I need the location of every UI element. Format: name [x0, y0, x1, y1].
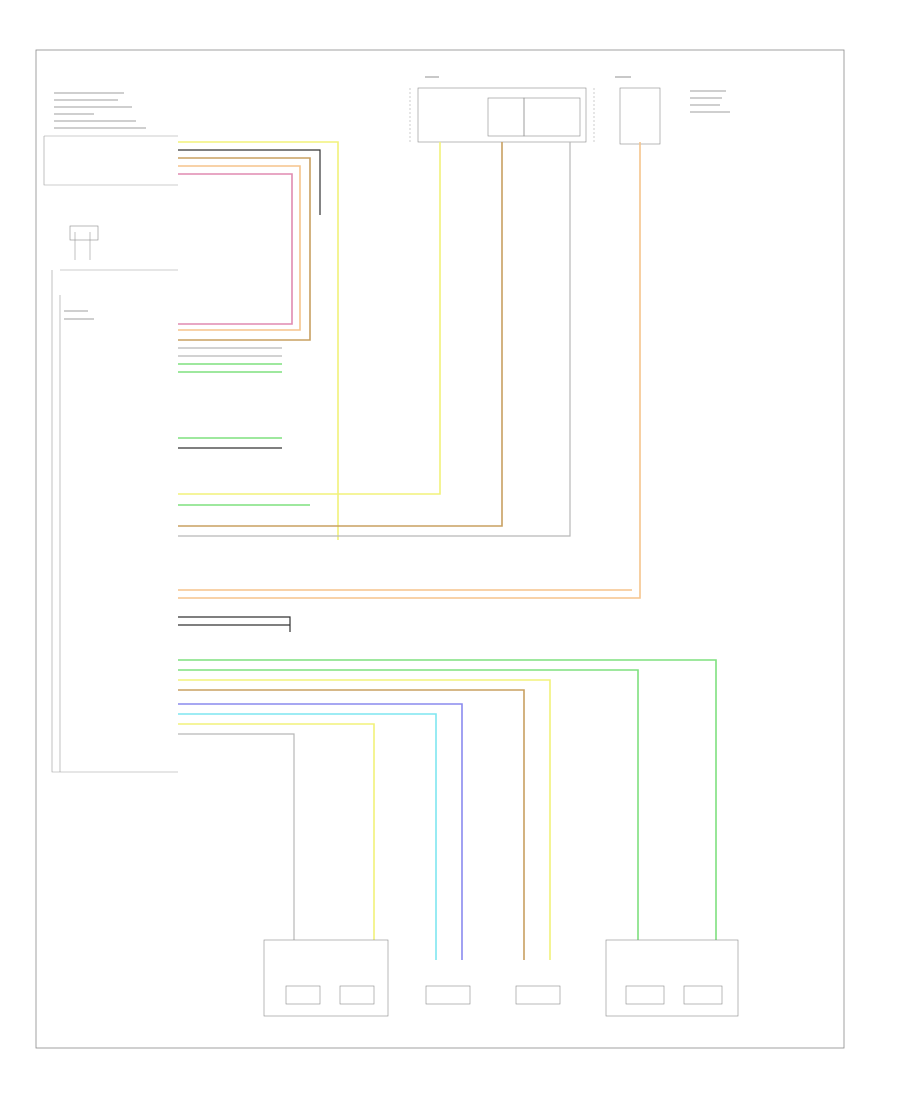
diagram-frame: [35, 49, 845, 1049]
header-block: [54, 92, 146, 129]
radio-block: [51, 225, 178, 773]
wire-group: [178, 141, 717, 960]
fuse-block: [409, 76, 730, 145]
speaker-group: [263, 939, 739, 1017]
upper-harness: [43, 135, 178, 186]
